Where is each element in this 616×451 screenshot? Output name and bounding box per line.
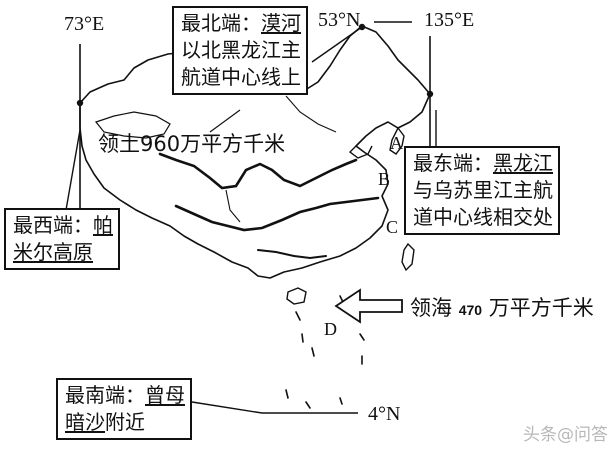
- bohai-coast: [348, 145, 373, 159]
- sea-area-label: 领海 470 万平方千米: [410, 298, 594, 319]
- west-place: 帕: [93, 213, 113, 237]
- east-place: 黑龙江: [493, 151, 553, 175]
- hainan-island: [286, 287, 307, 305]
- land-area-leader: [209, 109, 241, 133]
- east-line-1: 最东端：黑龙江: [413, 150, 553, 177]
- southernmost-callout: 最南端：曾母 暗沙附近: [56, 378, 192, 440]
- korea-peninsula: [389, 126, 405, 155]
- west-longitude-label: 73°E: [64, 13, 105, 35]
- watermark-text: 头条@问答: [523, 425, 608, 445]
- east-line-3: 道中心线相交处: [413, 205, 553, 229]
- sea-letter-a: A: [390, 133, 403, 153]
- sea-area-suffix: 万平方千米: [488, 296, 594, 320]
- south-place: 曾母: [145, 383, 185, 407]
- south-latitude-label: 4°N: [368, 403, 401, 425]
- east-line-2: 与乌苏里江主航: [413, 178, 553, 202]
- west-line-1: 最西端：帕: [13, 212, 113, 239]
- northernmost-callout: 最北端：漠河 以北黑龙江主 航道中心线上: [172, 6, 308, 95]
- north-line-2: 以北黑龙江主: [181, 38, 301, 62]
- sea-arrow: [334, 288, 403, 324]
- north-line-1: 最北端：漠河: [181, 10, 301, 37]
- taiwan-island: [401, 242, 415, 272]
- south-place-2: 暗沙: [65, 410, 105, 434]
- west-leader: [65, 129, 81, 211]
- north-line-3: 航道中心线上: [181, 65, 301, 89]
- inner-boundary: [225, 95, 337, 223]
- sea-letter-d: D: [324, 319, 337, 339]
- south-leader: [191, 401, 263, 414]
- easternmost-callout: 最东端：黑龙江 与乌苏里江主航 道中心线相交处: [404, 146, 560, 235]
- north-place: 漠河: [261, 11, 301, 35]
- yangtze-river: [174, 196, 380, 232]
- south-line-1: 最南端：曾母: [65, 382, 185, 409]
- south-prefix: 最南端：: [65, 383, 145, 407]
- pearl-river: [257, 249, 327, 260]
- sea-letter-c: C: [386, 217, 399, 237]
- north-latitude-label: 53°N: [318, 9, 361, 31]
- north-leader: [311, 26, 363, 63]
- sea-area-prefix: 领海: [410, 296, 452, 320]
- east-longitude-label: 135°E: [424, 9, 475, 31]
- east-prefix: 最东端：: [413, 151, 493, 175]
- west-prefix: 最西端：: [13, 213, 93, 237]
- north-prefix: 最北端：: [181, 11, 261, 35]
- south-line-2: 暗沙附近: [65, 409, 185, 436]
- south-rest: 附近: [105, 410, 145, 434]
- yellow-river: [158, 152, 358, 190]
- tarim-basin-boundary: [94, 111, 171, 139]
- westernmost-callout: 最西端：帕 米尔高原: [4, 208, 120, 270]
- sea-area-value: 470: [458, 302, 483, 318]
- west-line-2: 米尔高原: [13, 240, 93, 264]
- sea-letter-b: B: [378, 169, 391, 189]
- land-area-label: 领土960万平方千米: [98, 132, 286, 156]
